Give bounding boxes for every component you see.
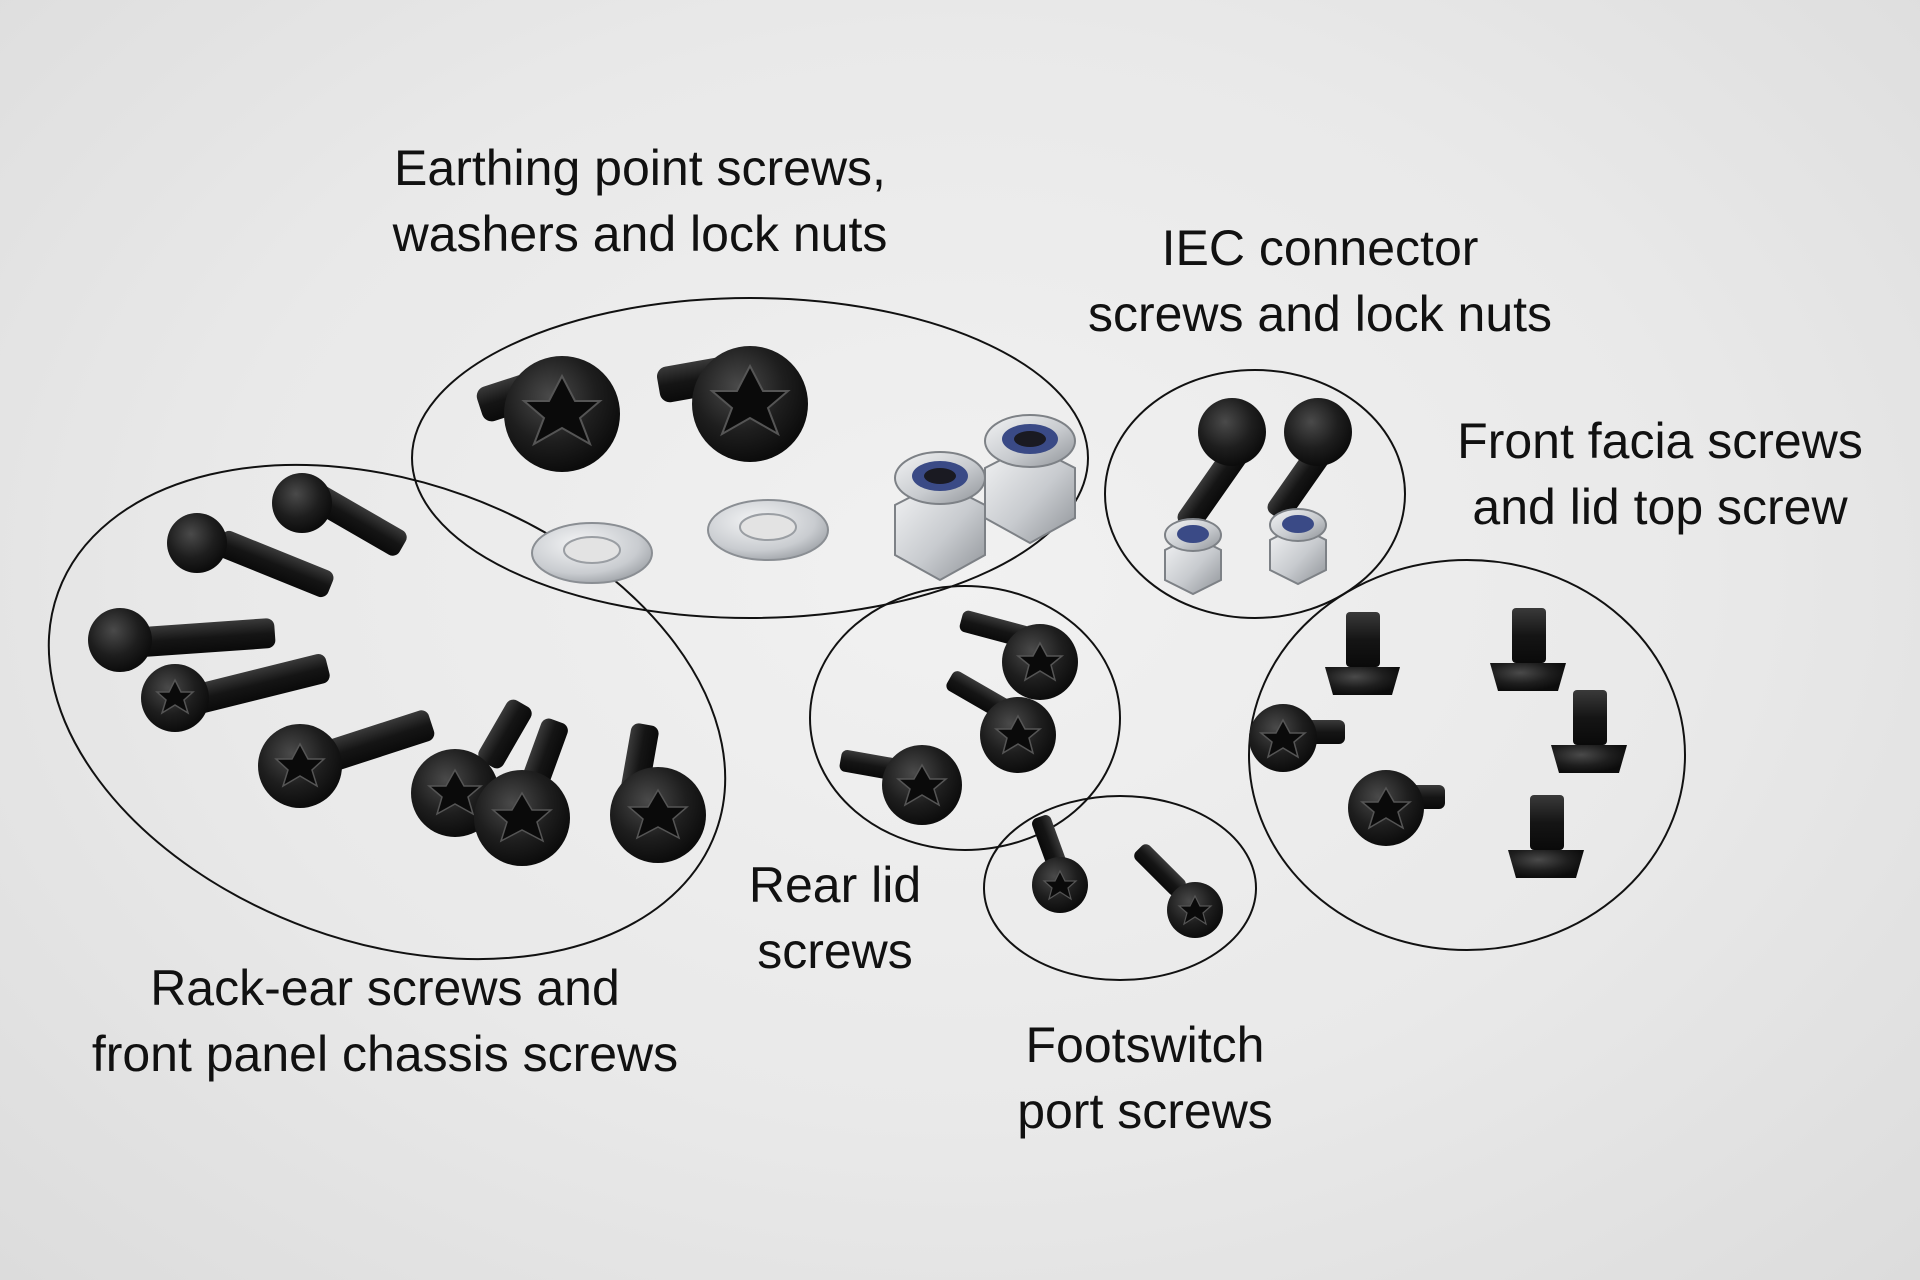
earthing-label-line1: Earthing point screws, (394, 140, 886, 196)
footswitch-label: Footswitch port screws (960, 1012, 1330, 1144)
earthing-label: Earthing point screws, washers and lock … (340, 135, 940, 267)
earthing-group-outline (411, 297, 1089, 619)
front-facia-screws (1249, 608, 1627, 878)
front-facia-label-line1: Front facia screws (1457, 413, 1863, 469)
earthing-screws (476, 346, 808, 472)
footswitch-screws (1032, 815, 1223, 938)
iec-label: IEC connector screws and lock nuts (1040, 215, 1600, 347)
rear-lid-screws (839, 610, 1078, 825)
iec-lock-nuts (1164, 508, 1327, 596)
rear-lid-label-line2: screws (757, 923, 913, 979)
footswitch-label-line2: port screws (1017, 1083, 1273, 1139)
earthing-label-line2: washers and lock nuts (392, 206, 888, 262)
rear-lid-group-outline (809, 585, 1121, 851)
front-facia-label: Front facia screws and lid top screw (1410, 408, 1910, 540)
iec-label-line2: screws and lock nuts (1087, 286, 1553, 342)
iec-group-outline (1104, 369, 1406, 619)
rack-ear-group-outline (47, 463, 727, 961)
earthing-washers (531, 499, 829, 584)
front-facia-label-line2: and lid top screw (1472, 479, 1848, 535)
rear-lid-label-line1: Rear lid (748, 857, 922, 913)
rack-ear-screws (88, 473, 706, 866)
footswitch-label-line1: Footswitch (1025, 1017, 1265, 1073)
rack-ear-label: Rack-ear screws and front panel chassis … (40, 955, 730, 1087)
front-facia-group-outline (1248, 559, 1686, 951)
iec-label-line1: IEC connector (1161, 220, 1479, 276)
earthing-lock-nuts (894, 414, 1076, 582)
rear-lid-label: Rear lid screws (710, 852, 960, 984)
rack-ear-label-line2: front panel chassis screws (91, 1026, 679, 1082)
rack-ear-label-line1: Rack-ear screws and (150, 960, 620, 1016)
footswitch-group-outline (983, 795, 1257, 981)
iec-screws (1177, 398, 1352, 531)
